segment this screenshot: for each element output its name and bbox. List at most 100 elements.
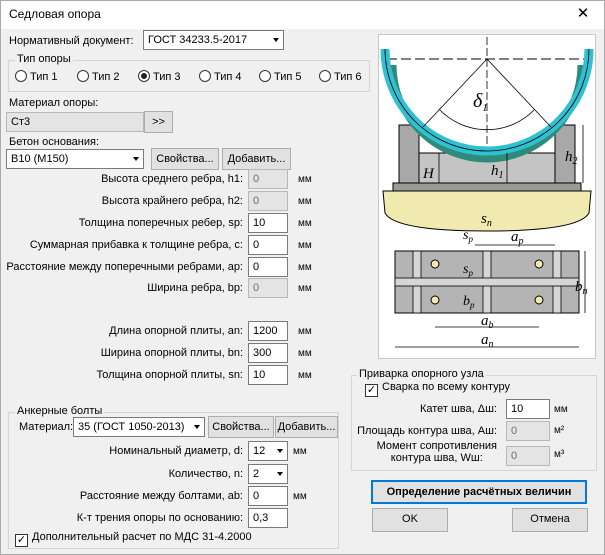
plate-input[interactable]: 300 (248, 343, 288, 363)
diameter-select[interactable]: 12 (248, 441, 288, 461)
h2-label: h2 (565, 149, 578, 167)
plate-label: Ширина опорной плиты, bn: (100, 347, 243, 359)
material-label: Материал опоры: (9, 97, 99, 109)
anchor-bolts-title: Анкерные болты (15, 405, 105, 417)
support-type-radio-1[interactable]: Тип 1 (15, 70, 58, 83)
concrete-select[interactable]: B10 (M150) (6, 149, 144, 169)
concrete-label: Бетон основания: (9, 136, 100, 148)
chevron-down-icon (194, 425, 200, 429)
full-contour-label: Сварка по всему контуру (382, 381, 510, 393)
bp-label: bp (463, 294, 475, 310)
full-contour-checkbox[interactable]: ✓ Сварка по всему контуру (365, 381, 510, 397)
chevron-down-icon (277, 449, 283, 453)
normative-label: Нормативный документ: (9, 35, 134, 47)
support-type-radio-label: Тип 5 (274, 71, 302, 83)
support-type-radio-5[interactable]: Тип 5 (259, 70, 302, 83)
plate-label: Толщина опорной плиты, sn: (96, 369, 243, 381)
plate-input[interactable]: 10 (248, 365, 288, 385)
angle-arc (438, 108, 536, 131)
bn-label: bn (575, 279, 588, 297)
field-value: 0 (253, 173, 260, 185)
diameter-unit: мм (293, 446, 307, 457)
weld-leg-unit: мм (554, 404, 568, 415)
field-input[interactable]: 10 (248, 213, 288, 233)
compute-button[interactable]: Определение расчётных величин (371, 480, 587, 504)
extra-calc-checkbox[interactable]: ✓Дополнительный расчет по МДС 31-4.2000 (15, 531, 252, 547)
weld-leg-value: 10 (511, 403, 524, 415)
concrete-add-button[interactable]: Добавить... (222, 148, 291, 170)
radio-circle-icon (77, 70, 89, 82)
sp-plan-label: sp (463, 262, 473, 278)
support-type-radio-4[interactable]: Тип 4 (199, 70, 242, 83)
anchor-material-label: Материал: (19, 421, 74, 433)
close-icon[interactable]: ✕ (576, 5, 590, 22)
support-type-radio-2[interactable]: Тип 2 (77, 70, 120, 83)
concrete-value: B10 (M150) (11, 153, 69, 165)
spacing-label: Расстояние между болтами, ab: (79, 490, 243, 502)
support-type-radio-3[interactable]: Тип 3 (138, 70, 181, 83)
material-field: Ст3 (6, 112, 144, 132)
spacing-input[interactable]: 0 (248, 486, 288, 506)
radio-circle-icon (138, 70, 150, 82)
field-value: 0 (253, 239, 260, 251)
base-plate (392, 182, 582, 192)
field-unit: мм (298, 196, 312, 207)
weld-leg-input[interactable]: 10 (506, 399, 550, 419)
support-type-radio-label: Тип 2 (92, 71, 120, 83)
support-type-radio-label: Тип 1 (30, 71, 58, 83)
plate-value: 10 (253, 369, 266, 381)
field-value: 0 (253, 282, 260, 294)
field-input[interactable]: 0 (248, 235, 288, 255)
support-type-radio-6[interactable]: Тип 6 (319, 70, 362, 83)
support-type-radio-label: Тип 6 (334, 71, 362, 83)
title-bar: Седловая опора ✕ (1, 1, 604, 29)
ok-button[interactable]: OK (372, 508, 448, 532)
delta-label: δ1 (473, 90, 488, 114)
longitudinal-rib-plan (394, 277, 580, 287)
normative-value: ГОСТ 34233.5-2017 (148, 34, 248, 46)
anchor-material-select[interactable]: 35 (ГОСТ 1050-2013) (73, 417, 205, 437)
weld-moment-value: 0 (511, 450, 518, 462)
cancel-button[interactable]: Отмена (512, 508, 588, 532)
chevron-down-icon (277, 472, 283, 476)
field-input: 0 (248, 278, 288, 298)
anchor-props-button[interactable]: Свойства... (208, 416, 274, 438)
concrete-props-button[interactable]: Свойства... (151, 148, 219, 170)
check-icon: ✓ (365, 384, 378, 397)
count-select[interactable]: 2 (248, 464, 288, 484)
plate-unit: мм (298, 326, 312, 337)
field-label: Высота среднего ребра, h1: (101, 173, 243, 185)
sp-label: sp (463, 228, 473, 244)
field-unit: мм (298, 262, 312, 273)
weld-moment-unit: м³ (554, 449, 565, 460)
count-label: Количество, n: (168, 468, 243, 480)
field-unit: мм (298, 240, 312, 251)
chevron-down-icon (133, 157, 139, 161)
bolt-hole-icon (534, 259, 544, 269)
ap-label: ap (511, 229, 524, 247)
plate-label: Длина опорной плиты, an: (109, 325, 243, 337)
field-label: Толщина поперечных ребер, sp: (78, 217, 243, 229)
friction-input[interactable]: 0,3 (248, 508, 288, 528)
support-type-title: Тип опоры (15, 53, 73, 65)
field-label: Суммарная прибавка к толщине ребра, c: (29, 239, 243, 251)
angle-line-right (486, 58, 552, 128)
h1-label: h1 (491, 163, 504, 181)
material-select-button[interactable]: >> (144, 111, 173, 133)
radio-circle-icon (259, 70, 271, 82)
saddle-schematic: δ1 H h1 h2 sn sp ap (380, 37, 594, 350)
weld-title: Приварка опорного узла (357, 368, 486, 380)
support-drawing: δ1 H h1 h2 sn sp ap (378, 34, 596, 359)
normative-select[interactable]: ГОСТ 34233.5-2017 (143, 30, 284, 50)
outer-rib-left (398, 124, 420, 184)
plate-input[interactable]: 1200 (248, 321, 288, 341)
diameter-label: Номинальный диаметр, d: (109, 445, 243, 457)
field-input: 0 (248, 191, 288, 211)
field-label: Высота крайнего ребра, h2: (101, 195, 243, 207)
anchor-add-button[interactable]: Добавить... (275, 416, 338, 438)
H-label: H (422, 166, 435, 182)
plate-value: 300 (253, 347, 272, 359)
check-icon: ✓ (15, 534, 28, 547)
field-input[interactable]: 0 (248, 257, 288, 277)
